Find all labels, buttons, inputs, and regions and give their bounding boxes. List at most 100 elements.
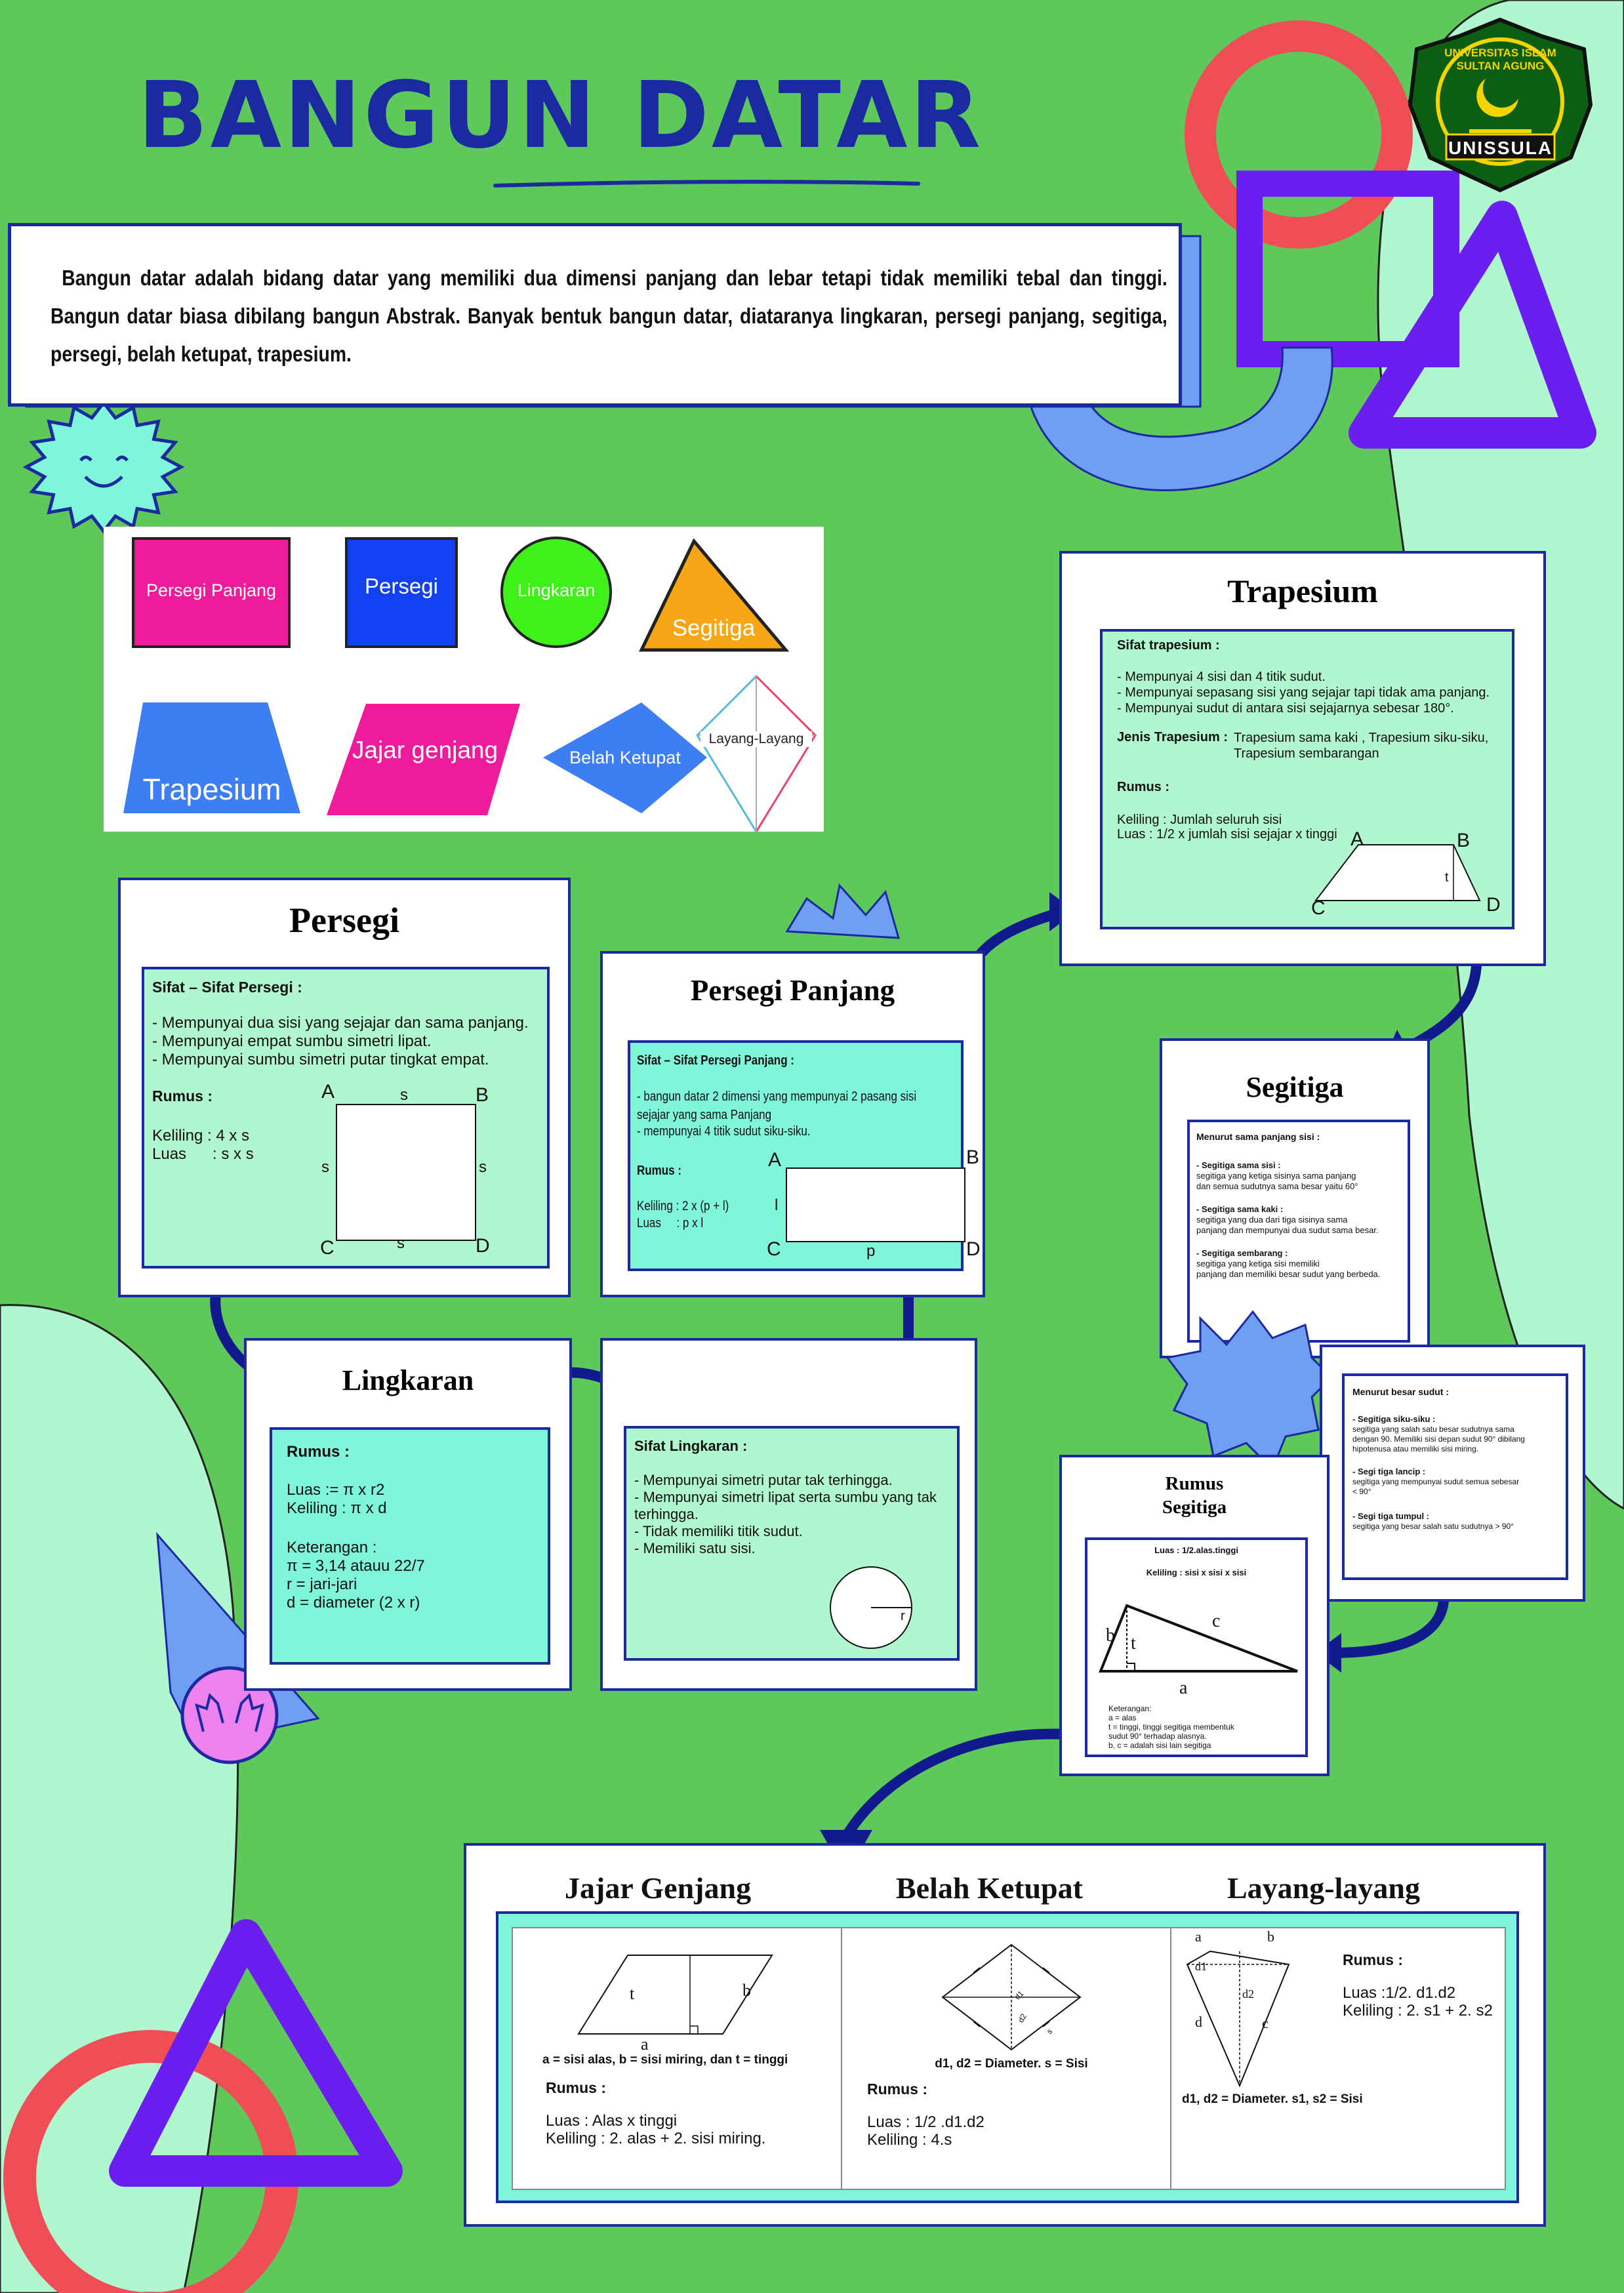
label-persegi: Persegi	[365, 574, 438, 598]
trap-sifat-1: - Mempunyai 4 sisi dan 4 titik sudut.	[1117, 670, 1326, 684]
label-lingkaran: Lingkaran	[517, 580, 596, 600]
label-persegi-panjang: Persegi Panjang	[146, 580, 277, 600]
seg-sisi-2-d: segitiga yang dua dari tiga sisinya sama…	[1196, 1215, 1379, 1235]
persegi-keliling: Keliling : 4 x s	[152, 1127, 250, 1145]
title-underline	[493, 180, 920, 188]
label-jajar-genjang: Jajar genjang	[352, 737, 498, 763]
rs-label-b: b	[1106, 1625, 1115, 1646]
belah-caption: d1, d2 = Diameter. s = Sisi	[935, 2057, 1088, 2071]
persegi-sifat-3: - Mempunyai sumbu simetri putar tingkat …	[152, 1051, 489, 1068]
seg-sudut-1-h: - Segitiga siku-siku :	[1352, 1414, 1436, 1424]
card-persegi: Persegi Sifat – Sifat Persegi : - Mempun…	[118, 878, 571, 1297]
layang-label-b: b	[1267, 1928, 1274, 1945]
pp-label-p: p	[866, 1242, 876, 1260]
lingkaran-rumus-title: Rumus :	[287, 1443, 350, 1461]
persegi-panjang-title: Persegi Panjang	[690, 974, 895, 1007]
seg-sisi-3-d: segitiga yang ketiga sisi memiliki panja…	[1196, 1259, 1381, 1279]
belah-rumus: Luas : 1/2 .d1.d2 Keliling : 4.s	[867, 2113, 985, 2149]
label-belah-ketupat: Belah Ketupat	[569, 748, 681, 767]
seg-sisi-1-d: segitiga yang ketiga sisinya sama panjan…	[1196, 1171, 1358, 1191]
persegi-label-c: C	[320, 1237, 335, 1259]
pp-sifat-2: - mempunyai 4 titik sudut siku-siku.	[637, 1124, 811, 1139]
seg-sudut-title: Menurut besar sudut :	[1352, 1387, 1450, 1397]
persegi-panjang-panel: Sifat – Sifat Persegi Panjang : - bangun…	[628, 1040, 981, 1271]
rs-keterangan: Keterangan: a = alas t = tinggi, tinggi …	[1108, 1704, 1234, 1750]
persegi-panel: Sifat – Sifat Persegi : - Mempunyai dua …	[142, 967, 550, 1268]
layang-title: Layang-layang	[1227, 1871, 1420, 1905]
persegi-sifat-2: - Mempunyai empat sumbu simetri lipat.	[152, 1032, 432, 1050]
rs-luas: Luas : 1/2.alas.tinggi	[1154, 1545, 1238, 1555]
card-lingkaran-sifat: Sifat Lingkaran : - Mempunyai simetri pu…	[600, 1338, 977, 1691]
layang-caption: d1, d2 = Diameter. s1, s2 = Sisi	[1182, 2092, 1363, 2106]
intro-box: Bangun datar adalah bidang datar yang me…	[8, 223, 1182, 407]
jajar-label-b: b	[742, 1981, 751, 2000]
trap-label-b: B	[1457, 830, 1471, 851]
trapesium-diagram	[1314, 844, 1481, 901]
jajar-label-a: a	[641, 2035, 649, 2054]
trap-jenis-label: Jenis Trapesium :	[1117, 730, 1228, 744]
belah-diagram	[941, 1943, 1082, 2051]
logo-band-text: UNISSULA	[1448, 138, 1553, 158]
trapesium-panel: Sifat trapesium : - Mempunyai 4 sisi dan…	[1100, 629, 1514, 929]
segitiga-title: Segitiga	[1246, 1071, 1344, 1103]
rs-label-a: a	[1179, 1678, 1188, 1698]
persegi-label-d: D	[476, 1235, 490, 1257]
layang-rumus-title: Rumus :	[1343, 1951, 1403, 1968]
trap-sifat-title: Sifat trapesium :	[1117, 638, 1220, 653]
lingkaran-keterangan: Keterangan : π = 3,14 atauu 22/7 r = jar…	[287, 1539, 425, 1612]
layang-label-d2: d2	[1242, 1987, 1254, 2000]
persegi-label-s-top: s	[400, 1086, 408, 1104]
jajar-rumus-title: Rumus :	[546, 2079, 606, 2096]
intro-text: Bangun datar adalah bidang datar yang me…	[51, 266, 1167, 366]
trap-label-d: D	[1486, 894, 1501, 916]
persegi-label-b: B	[476, 1084, 489, 1106]
star-overlay	[1166, 1310, 1333, 1471]
persegi-label-s-right: s	[479, 1158, 487, 1176]
layang-label-d: d	[1195, 2014, 1202, 2030]
jajar-label-t: t	[630, 1984, 635, 2003]
lingkaran-sifat-panel: Sifat Lingkaran : - Mempunyai simetri pu…	[624, 1426, 960, 1661]
bottom-inner: t b a a = sisi alas, b = sisi miring, da…	[496, 1911, 1519, 2203]
jajar-title: Jajar Genjang	[565, 1871, 752, 1905]
layang-diagram	[1186, 1950, 1290, 2088]
lingkaran-diagram	[830, 1566, 912, 1649]
label-segitiga: Segitiga	[672, 615, 756, 641]
seg-sisi-2-h: - Segitiga sama kaki :	[1196, 1204, 1284, 1214]
trap-label-t: t	[1445, 870, 1449, 885]
bottom-white: t b a a = sisi alas, b = sisi miring, da…	[512, 1927, 1506, 2190]
seg-sudut-1-d: segitiga yang salah satu besar sudutnya …	[1352, 1425, 1525, 1453]
pp-keliling: Keliling : 2 x (p + l)	[637, 1199, 729, 1213]
rumus-segitiga-panel: Luas : 1/2.alas.tinggi Keliling : sisi x…	[1085, 1537, 1308, 1757]
trapesium-title: Trapesium	[1227, 573, 1378, 609]
persegi-label-s-bottom: s	[397, 1234, 405, 1252]
seg-sisi-title: Menurut sama panjang sisi :	[1196, 1131, 1320, 1142]
trap-label-c: C	[1311, 897, 1326, 919]
belah-rumus-title: Rumus :	[867, 2080, 927, 2098]
lingkaran-rumus-panel: Rumus : Luas := π x r2 Keliling : π x d …	[270, 1427, 550, 1665]
persegi-label-s-left: s	[321, 1158, 329, 1176]
rs-label-t: t	[1131, 1633, 1136, 1654]
card-persegi-panjang: Persegi Panjang Sifat – Sifat Persegi Pa…	[600, 951, 985, 1297]
jajar-rumus: Luas : Alas x tinggi Keliling : 2. alas …	[546, 2112, 766, 2147]
label-layang: Layang-Layang	[700, 731, 812, 747]
logo-top-text: UNIVERSITAS ISLAM SULTAN AGUNG	[1444, 47, 1556, 72]
seg-sudut-3-h: - Segi tiga tumpul :	[1352, 1511, 1429, 1521]
seg-sisi-3-h: - Segitiga sembarang :	[1196, 1248, 1288, 1258]
trap-sifat-3: - Mempunyai sudut di antara sisi sejajar…	[1117, 701, 1454, 716]
lingkaran-sifat-title: Sifat Lingkaran :	[634, 1438, 748, 1454]
label-trapesium: Trapesium	[142, 773, 281, 806]
pp-label-c: C	[767, 1238, 781, 1260]
seg-sudut-2-d: segitiga yang mempunyai sudut semua sebe…	[1352, 1477, 1520, 1496]
trap-jenis: Trapesium sama kaki , Trapesium siku-sik…	[1234, 731, 1489, 761]
pp-label-a: A	[768, 1149, 782, 1171]
pp-sifat-1: - bangun datar 2 dimensi yang mempunyai …	[637, 1089, 917, 1122]
persegi-luas: Luas : s x s	[152, 1145, 254, 1163]
persegi-label-a: A	[321, 1081, 335, 1103]
trap-keliling: Keliling : Jumlah seluruh sisi	[1117, 813, 1282, 827]
lingkaran-label-r: r	[901, 1609, 905, 1623]
trap-luas: Luas : 1/2 x jumlah sisi sejajar x tingg…	[1117, 827, 1337, 842]
layang-label-a: a	[1195, 1928, 1202, 1945]
card-lingkaran: Lingkaran Rumus : Luas := π x r2 Kelilin…	[244, 1338, 572, 1691]
rumus-segitiga-title: Rumus Segitiga	[1162, 1473, 1227, 1518]
pp-label-l: l	[775, 1196, 779, 1214]
